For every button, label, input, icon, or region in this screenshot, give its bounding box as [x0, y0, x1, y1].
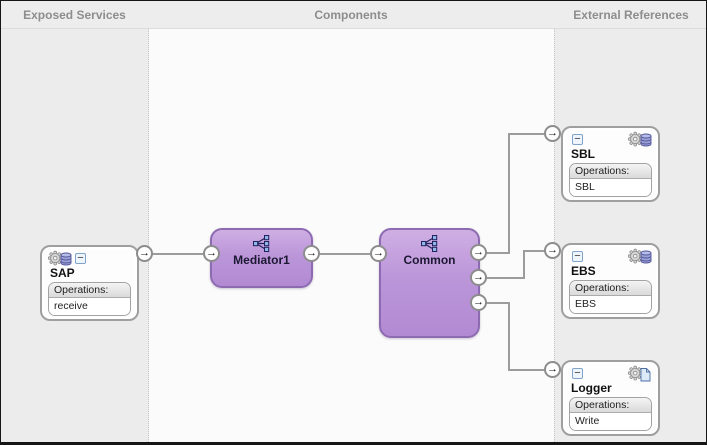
reference-title-sbl: SBL — [571, 147, 595, 161]
component-title-mediator1: Mediator1 — [233, 253, 290, 267]
operations-label: Operations: — [570, 398, 651, 413]
gear-document-icon — [627, 365, 652, 382]
reference-title-logger: Logger — [571, 381, 612, 395]
reference-box-sbl[interactable]: − — [561, 126, 660, 202]
service-title-sap: SAP — [50, 266, 75, 280]
gear-database-icon — [627, 248, 652, 265]
operations-label: Operations: — [49, 283, 130, 298]
gear-database-icon — [627, 131, 652, 148]
mediator-routing-icon — [252, 235, 271, 252]
wire-common-sbl[interactable] — [479, 133, 553, 254]
operations-panel: Operations: receive — [48, 282, 131, 316]
reference-box-ebs[interactable]: − — [561, 243, 660, 319]
component-title-common: Common — [403, 253, 456, 267]
operation-ebs[interactable]: EBS — [570, 296, 651, 313]
port-mediator1-input[interactable]: → — [203, 245, 220, 262]
component-mediator1[interactable]: Mediator1 — [210, 228, 313, 288]
operation-receive[interactable]: receive — [49, 298, 130, 315]
wire-common-ebs[interactable] — [479, 250, 553, 279]
port-logger-input[interactable]: → — [544, 361, 561, 378]
collapse-button[interactable]: − — [572, 133, 583, 145]
operations-panel: Operations: EBS — [569, 280, 652, 314]
operations-label: Operations: — [570, 281, 651, 296]
collapse-button[interactable]: − — [572, 250, 583, 262]
collapse-button[interactable]: − — [572, 367, 583, 379]
operations-label: Operations: — [570, 164, 651, 179]
port-sbl-input[interactable]: → — [544, 125, 561, 142]
port-common-input[interactable]: → — [370, 245, 387, 262]
gear-database-icon — [47, 250, 72, 267]
operation-write[interactable]: Write — [570, 413, 651, 430]
operation-sbl[interactable]: SBL — [570, 179, 651, 196]
external-references-header: External References — [573, 8, 689, 22]
lane-header-band — [1, 1, 706, 29]
service-box-sap[interactable]: − SAP Operations: receive — [40, 245, 139, 321]
reference-title-ebs: EBS — [571, 264, 596, 278]
collapse-button[interactable]: − — [75, 252, 86, 264]
port-ebs-input[interactable]: → — [544, 242, 561, 259]
reference-box-logger[interactable]: − — [561, 360, 660, 436]
port-mediator1-output[interactable]: → — [303, 245, 320, 262]
exposed-services-header: Exposed Services — [23, 8, 126, 22]
exposed-services-lane — [1, 1, 149, 442]
port-sap-output[interactable]: → — [136, 245, 153, 262]
operations-panel: Operations: Write — [569, 397, 652, 431]
port-common-output-logger[interactable]: → — [470, 294, 487, 311]
wire-common-logger[interactable] — [479, 302, 553, 371]
mediator-routing-icon — [420, 235, 439, 252]
components-header: Components — [314, 8, 388, 22]
port-common-output-ebs[interactable]: → — [470, 269, 487, 286]
port-common-output-sbl[interactable]: → — [470, 244, 487, 261]
operations-panel: Operations: SBL — [569, 163, 652, 197]
component-common[interactable]: Common — [379, 228, 480, 338]
